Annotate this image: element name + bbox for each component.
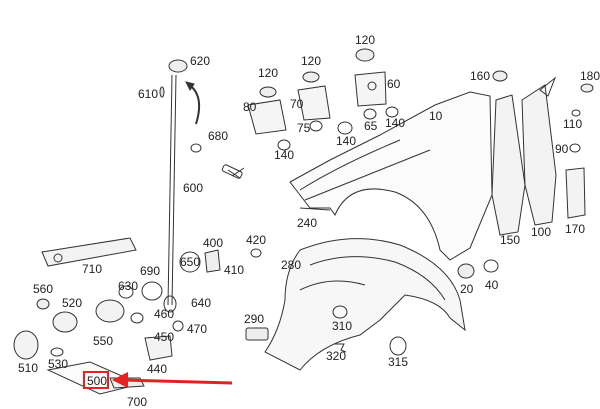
callout-75: 75	[297, 121, 311, 135]
callout-140-c: 140	[385, 116, 406, 130]
callout-20: 20	[460, 282, 474, 296]
lower-left-parts	[13, 248, 262, 395]
callout-400: 400	[203, 236, 224, 250]
fender-part	[289, 91, 493, 261]
callout-90: 90	[555, 142, 569, 156]
callout-500: 500	[87, 374, 108, 388]
highlight-arrow	[112, 372, 233, 388]
callout-240: 240	[297, 216, 318, 230]
highlight-box	[83, 371, 109, 389]
callout-700: 700	[127, 395, 148, 409]
callout-460: 460	[154, 307, 175, 321]
callout-420: 420	[246, 233, 267, 247]
strip-part	[41, 237, 137, 267]
callout-550: 550	[93, 334, 114, 348]
callout-600: 600	[183, 181, 204, 195]
callout-160: 160	[470, 69, 491, 83]
callout-320: 320	[326, 349, 347, 363]
callout-610: 610	[138, 87, 159, 101]
callout-310: 310	[332, 319, 353, 333]
callout-710: 710	[82, 262, 103, 276]
callout-150: 150	[500, 233, 521, 247]
callout-620: 620	[190, 54, 211, 68]
right-side-parts	[491, 70, 594, 236]
callout-170: 170	[565, 222, 586, 236]
callout-10: 10	[429, 109, 443, 123]
callout-120-a: 120	[258, 66, 279, 80]
top-brackets	[247, 48, 399, 151]
callout-110: 110	[563, 117, 583, 131]
callout-40: 40	[485, 278, 499, 292]
callout-630: 630	[118, 279, 139, 293]
callout-120-b: 120	[301, 54, 322, 68]
callout-530: 530	[48, 357, 69, 371]
callout-470: 470	[187, 322, 208, 336]
callout-65: 65	[364, 119, 378, 133]
callout-140-a: 140	[274, 148, 295, 162]
callout-140-b: 140	[336, 134, 357, 148]
wheel-liner-part	[245, 238, 499, 371]
callout-440: 440	[147, 362, 168, 376]
callout-180: 180	[580, 69, 600, 83]
callout-450: 450	[154, 330, 175, 344]
callout-650: 650	[180, 255, 201, 269]
callout-315: 315	[388, 355, 409, 369]
callout-680: 680	[208, 129, 229, 143]
callout-100: 100	[531, 225, 552, 239]
callout-640: 640	[191, 296, 212, 310]
callout-520: 520	[62, 296, 83, 310]
callout-690: 690	[140, 264, 161, 278]
callout-120-c: 120	[355, 33, 376, 47]
callout-60: 60	[387, 77, 401, 91]
rod-part	[159, 59, 245, 306]
callout-410: 410	[224, 263, 245, 277]
callout-290: 290	[244, 312, 265, 326]
callout-80: 80	[243, 100, 257, 114]
callout-560: 560	[33, 282, 54, 296]
callout-70: 70	[290, 97, 304, 111]
callout-510: 510	[18, 361, 39, 375]
callout-280: 280	[281, 258, 302, 272]
